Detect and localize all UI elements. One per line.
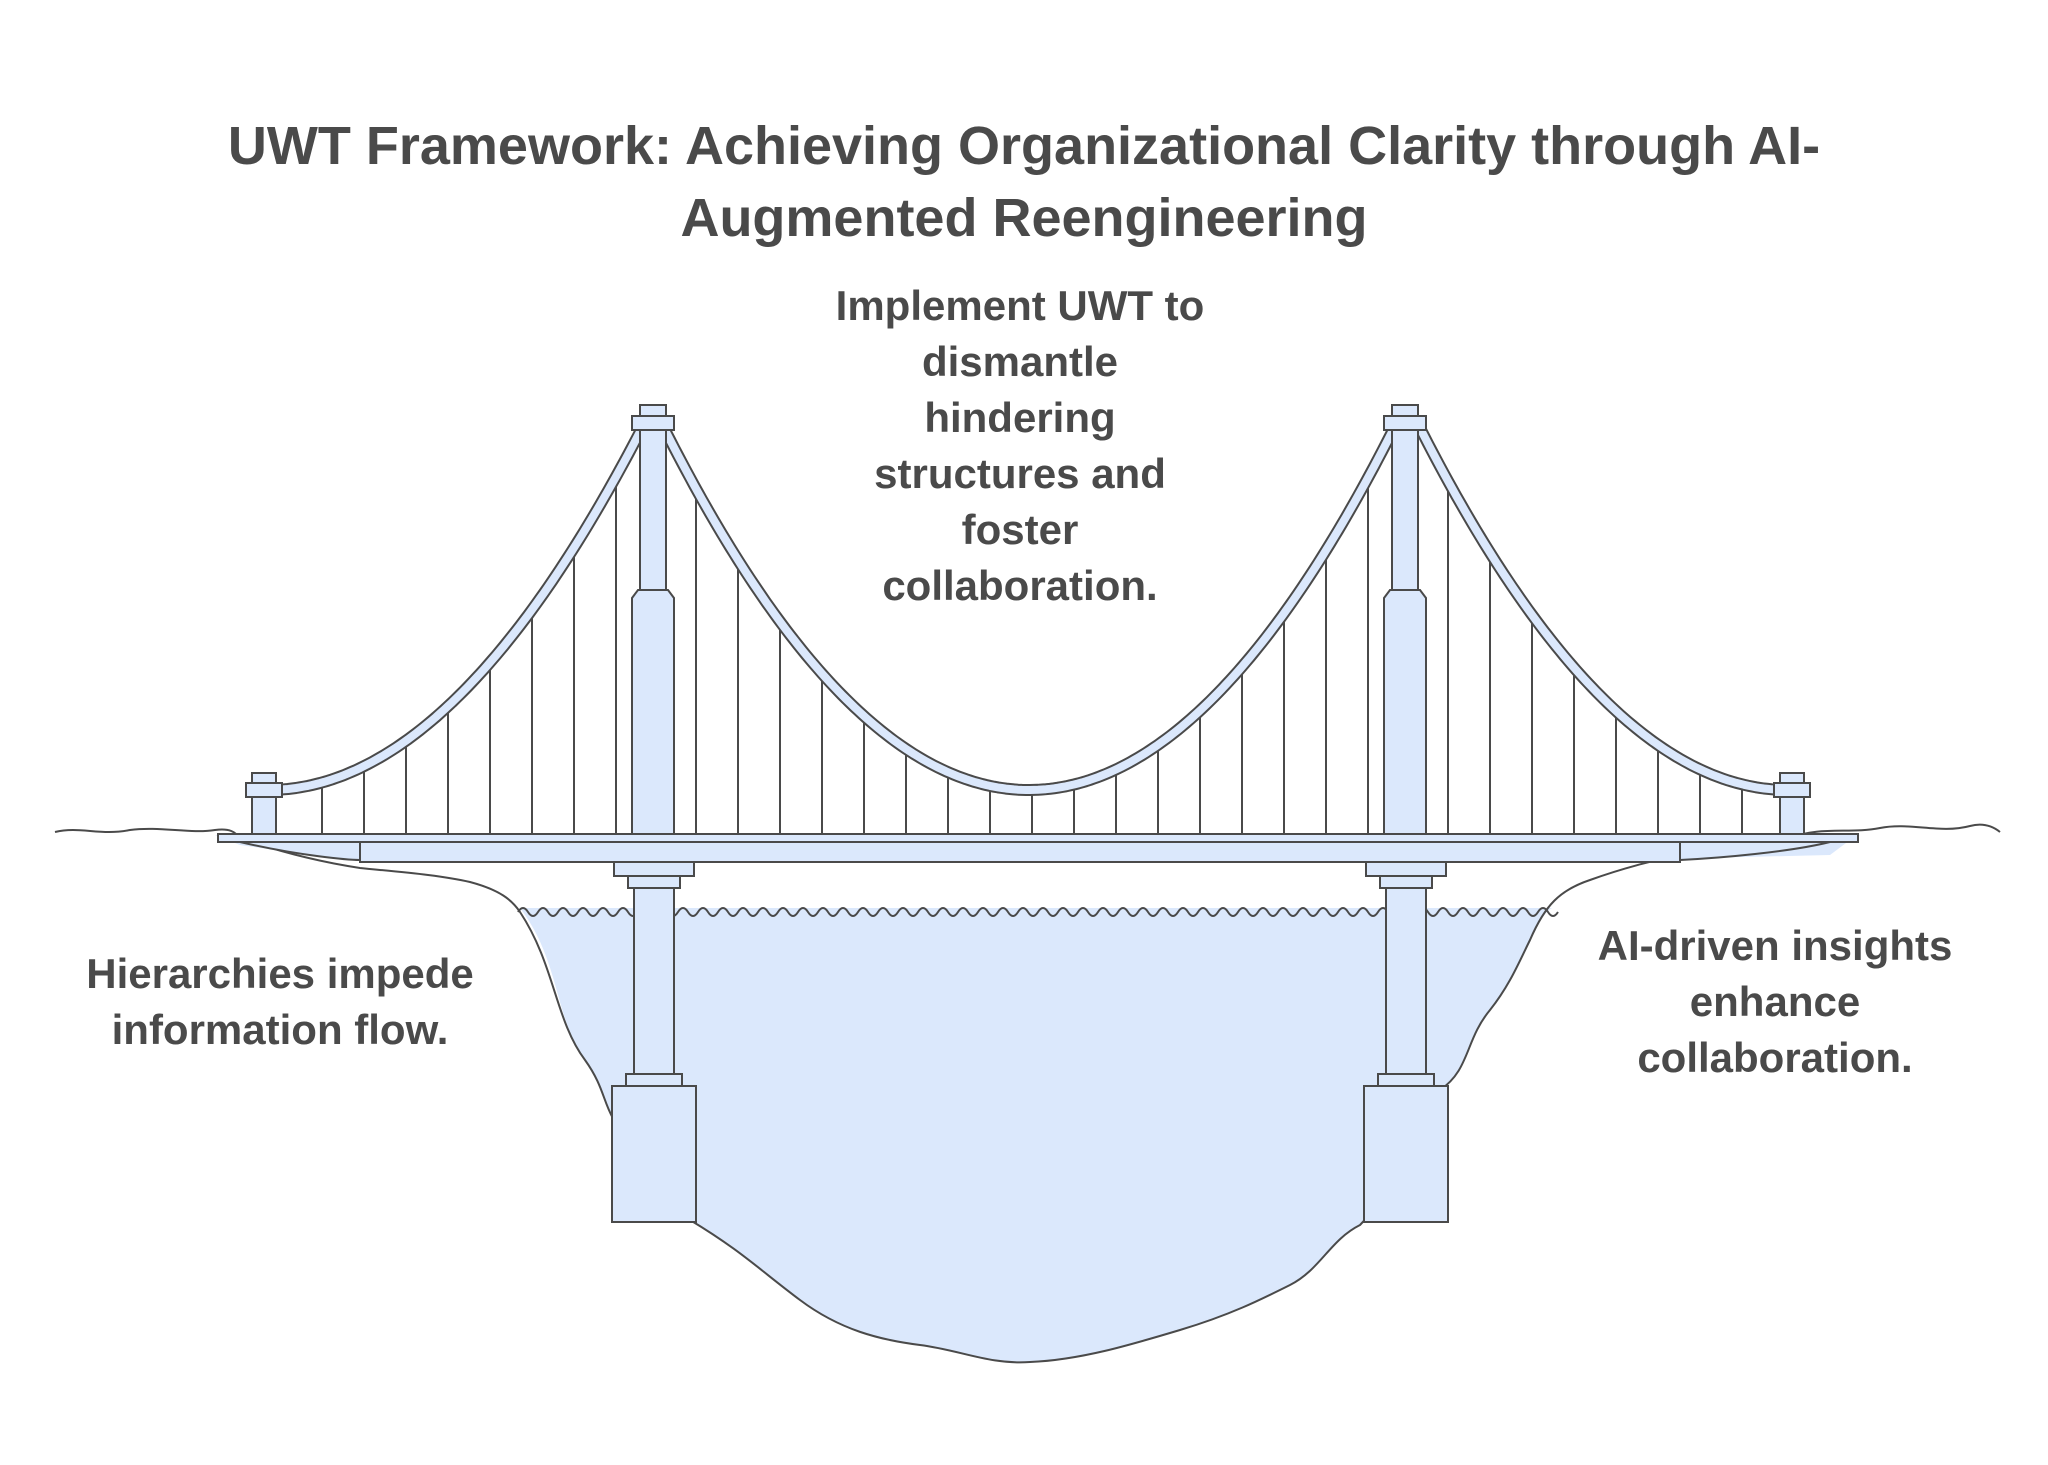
label-line: foster [961, 506, 1079, 553]
label-line: structures and [874, 450, 1166, 497]
label-line: collaboration. [1637, 1034, 1913, 1081]
ravine-water [520, 908, 1552, 1363]
diagram-title: UWT Framework: Achieving Organizational … [120, 110, 1928, 254]
label-ai-insights: AI-driven insights enhance collaboration… [1540, 918, 2010, 1086]
label-line: information flow. [111, 1006, 449, 1053]
bridge-deck [215, 833, 1860, 863]
suspender-cables [321, 481, 1743, 834]
label-implement-uwt: Implement UWT to dismantle hindering str… [780, 278, 1260, 614]
ground-right [1789, 823, 2001, 839]
title-line-2: Augmented Reengineering [680, 188, 1368, 248]
title-line-1: UWT Framework: Achieving Organizational … [227, 116, 1821, 176]
anchorage-right [1773, 772, 1811, 836]
tower-right [1363, 404, 1449, 1223]
main-cables [266, 421, 1790, 796]
tower-left [611, 404, 697, 1223]
label-line: Implement UWT to [835, 282, 1205, 329]
label-line: AI-driven insights [1597, 922, 1953, 969]
label-line: Hierarchies impede [86, 950, 474, 997]
label-hierarchies: Hierarchies impede information flow. [30, 946, 530, 1058]
label-line: enhance [1689, 978, 1861, 1025]
label-line: dismantle [921, 338, 1119, 385]
anchorage-left [245, 772, 283, 836]
ground-left [54, 827, 241, 839]
label-line: collaboration. [882, 562, 1158, 609]
ravine-outline [239, 837, 1791, 1364]
label-line: hindering [924, 394, 1116, 441]
